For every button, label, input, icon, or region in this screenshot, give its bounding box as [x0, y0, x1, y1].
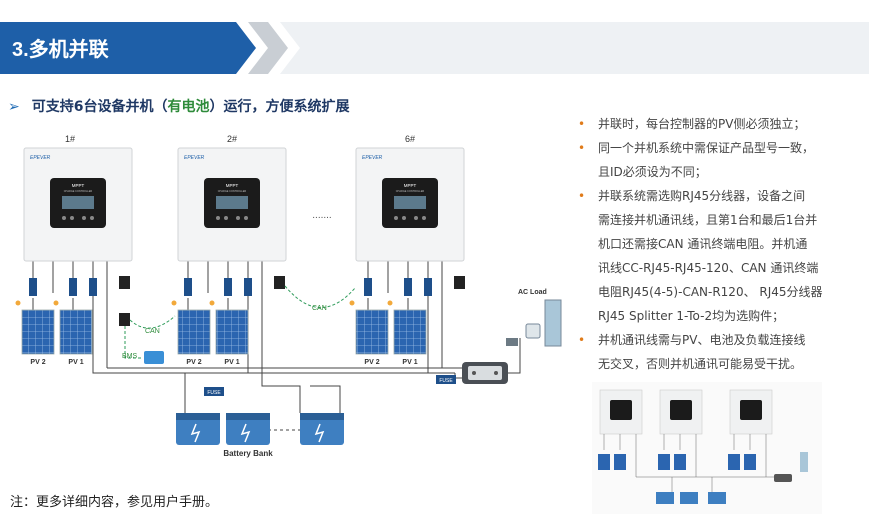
inverter-fuse-label: FUSE	[439, 378, 453, 384]
bullet-dot-icon: •	[578, 117, 586, 131]
can-label-2: CAN	[312, 305, 327, 312]
inverter-fuse	[436, 375, 456, 384]
note-line: RJ45 Splitter 1-To-2均为选购件；	[598, 309, 785, 323]
header-band	[0, 22, 869, 74]
note-line: 无交叉，否则并机通讯可能易受干扰。	[598, 357, 803, 371]
subtitle: ➢ 可支持6台设备并机（有电池）运行，方便系统扩展	[8, 96, 349, 116]
pv-label-u6-a: PV 2	[364, 359, 379, 366]
unit-1-id: 1#	[65, 134, 75, 144]
battery-bank	[176, 413, 344, 445]
rj45-splitters	[119, 276, 465, 326]
note-line: 讯线CC-RJ45-RJ45-120、CAN 通讯终端	[598, 261, 819, 275]
pv-panels	[21, 309, 427, 355]
subtitle-before: 可支持6台设备并机（	[31, 99, 168, 115]
unit-6-sub: CHARGE CONTROLLER	[396, 190, 425, 193]
note-line: 同一个并机系统中需保证产品型号一致，	[598, 141, 815, 155]
note-item: • 并机通讯线需与PV、电池及负载连接线无交叉，否则并机通讯可能易受干扰。	[578, 328, 850, 376]
unit-2-sub: CHARGE CONTROLLER	[218, 190, 247, 193]
subtitle-highlight: 有电池	[167, 99, 210, 115]
brand-logo-2: EPEVER	[184, 155, 205, 161]
pv-label-u6-b: PV 1	[402, 359, 417, 366]
note-line: 且ID必须设为不同；	[598, 165, 707, 179]
battery-fuse	[204, 387, 224, 396]
controller-unit-1: EPEVER MPPT CHARGE CONTROLLER	[23, 147, 133, 262]
note-line: 电阻RJ45(4-5)-CAN-R120、 RJ45分线器	[598, 285, 823, 299]
unit-2-id: 2#	[227, 134, 237, 144]
bms-label: BMS	[122, 353, 138, 360]
unit-6-model: MPPT	[404, 183, 417, 188]
brand-logo-6: EPEVER	[362, 155, 383, 161]
note-item: • 并联系统需选购RJ45分线器，设备之间需连接并机通讯线，且第1台和最后1台并机…	[578, 184, 850, 328]
footnote: 注：更多详细内容，参见用户手册。	[10, 495, 219, 510]
pv-label-u2-b: PV 1	[224, 359, 239, 366]
controller-unit-6: EPEVER MPPT CHARGE CONTROLLER	[355, 147, 465, 262]
bullet-dot-icon: •	[578, 189, 586, 203]
note-line: 机口还需接CAN 通讯终端电阻。并机通	[598, 237, 808, 251]
diagram-thumbnail	[592, 382, 822, 514]
bms-link	[124, 326, 142, 359]
brand-logo-1: EPEVER	[30, 155, 51, 161]
can-link-1	[129, 315, 176, 329]
sun-markers	[15, 300, 393, 306]
note-line: 并机通讯线需与PV、电池及负载连接线	[598, 333, 806, 347]
subtitle-after: ）运行，方便系统扩展	[209, 99, 350, 115]
unit-6-id: 6#	[405, 134, 415, 144]
battery-bank-label: Battery Bank	[223, 449, 273, 458]
note-item: • 并联时，每台控制器的PV侧必须独立；	[578, 112, 850, 136]
parallel-system-diagram: 1# 2# 6# EPEVER MPPT CHARGE CONTROLLER E…	[15, 134, 562, 458]
pv-label-u1-b: PV 1	[68, 359, 83, 366]
unit-1-sub: CHARGE CONTROLLER	[64, 190, 93, 193]
bullet-dot-icon: •	[578, 333, 586, 347]
battery-1	[176, 413, 220, 445]
section-title: 3.多机并联	[12, 39, 109, 61]
battery-2	[226, 413, 270, 445]
ellipsis: .......	[312, 210, 331, 221]
unit-1-model: MPPT	[72, 183, 85, 188]
note-line: 需连接并机通讯线，且第1台和最后1台并	[598, 213, 818, 227]
can-link-2	[284, 285, 356, 308]
ac-load-label: AC Load	[518, 289, 547, 296]
controller-unit-2: EPEVER MPPT CHARGE CONTROLLER	[177, 147, 287, 262]
bullet-dot-icon: •	[578, 141, 586, 155]
note-line: 并联时，每台控制器的PV侧必须独立；	[598, 117, 806, 131]
inverter	[462, 362, 508, 384]
pv-label-u1-a: PV 2	[30, 359, 45, 366]
battery-fuse-label: FUSE	[207, 390, 221, 396]
notes-list: • 并联时，每台控制器的PV侧必须独立； • 同一个并机系统中需保证产品型号一致， 且…	[578, 112, 850, 376]
battery-3	[300, 413, 344, 445]
note-item: • 同一个并机系统中需保证产品型号一致， 且ID必须设为不同；	[578, 136, 850, 184]
ac-load-appliances	[506, 299, 562, 347]
fuse-blocks	[29, 278, 432, 296]
pv-label-u2-a: PV 2	[186, 359, 201, 366]
arrow-bullet-icon: ➢	[8, 99, 20, 115]
note-line: 并联系统需选购RJ45分线器，设备之间	[598, 189, 806, 203]
bms-module	[144, 351, 164, 364]
can-label-1: CAN	[145, 328, 160, 335]
unit-2-model: MPPT	[226, 183, 239, 188]
